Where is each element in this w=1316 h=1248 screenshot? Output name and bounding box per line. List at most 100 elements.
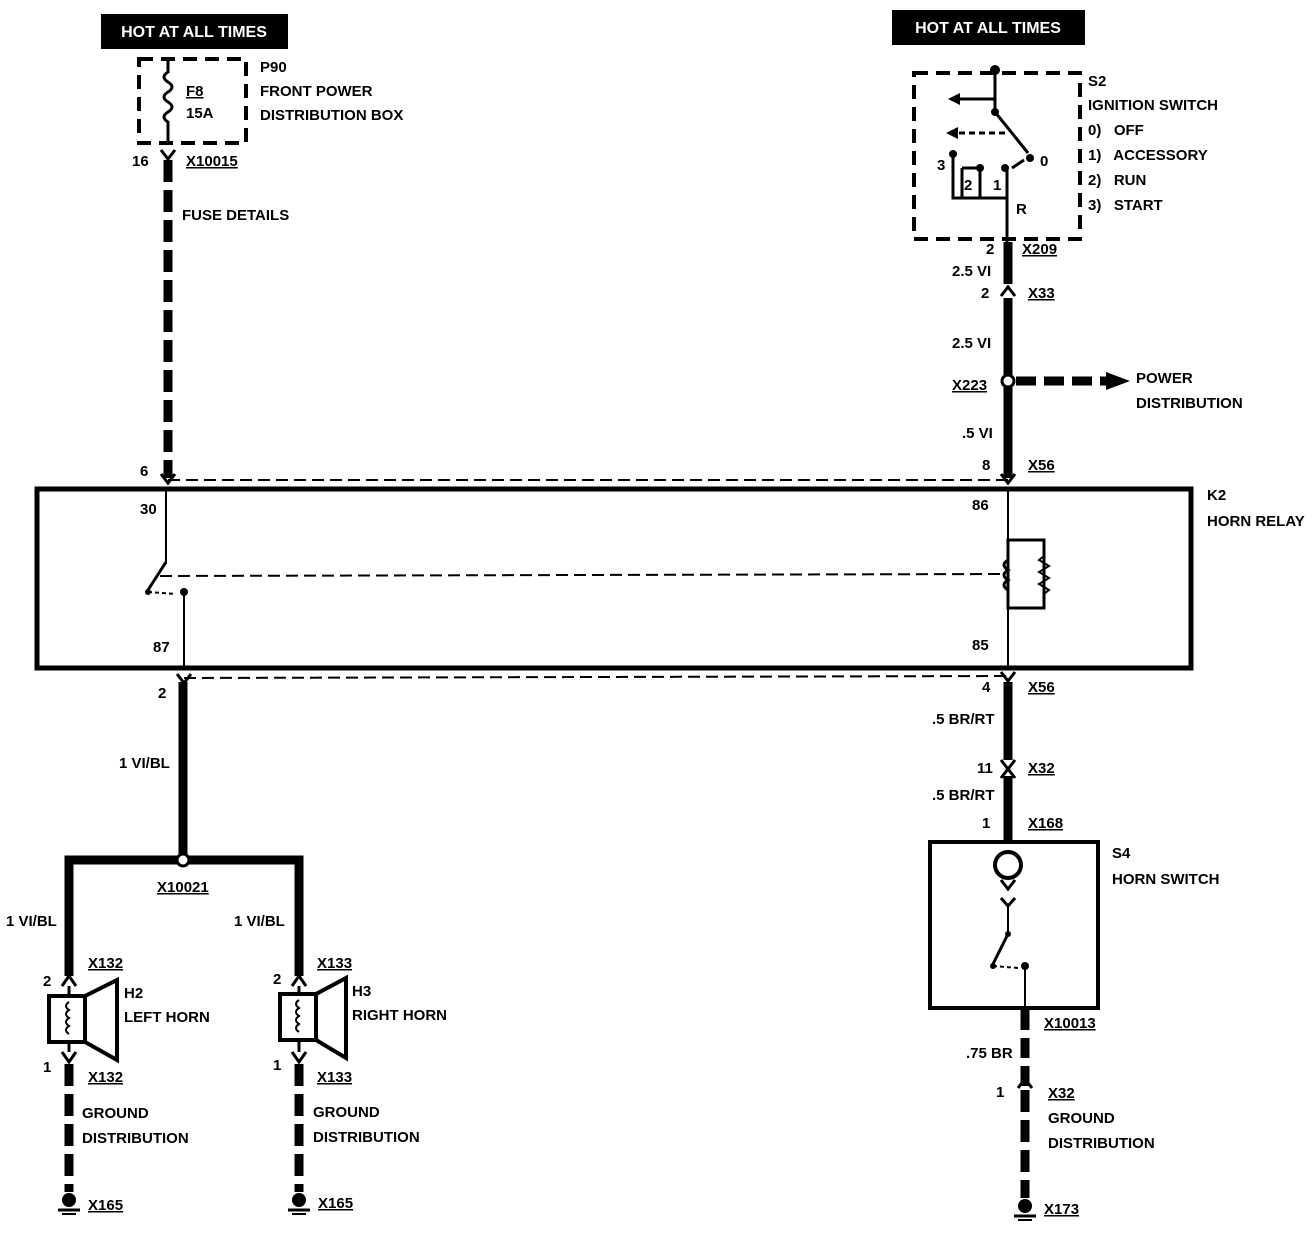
connector-x56-top-icon (999, 473, 1017, 486)
horn-switch-contact-icon (990, 850, 1029, 1008)
p90-fuse-box (137, 57, 248, 145)
s2-id: S2 (1088, 73, 1106, 90)
connector-x56-bot-icon (999, 671, 1017, 684)
s2-pos-3: 3) START (1088, 197, 1163, 214)
horn-out-pin: 2 (158, 685, 166, 702)
wire-0-75-br: .75 BR (966, 1045, 1013, 1062)
hot-banner-left-text: HOT AT ALL TIMES (121, 24, 267, 41)
relay-coil (1002, 488, 1051, 668)
k2-id: K2 (1207, 487, 1226, 504)
h3-conn-top: X133 (317, 955, 352, 972)
s4-name: HORN SWITCH (1112, 871, 1220, 888)
relay-contact (145, 488, 1005, 668)
h3-name: RIGHT HORN (352, 1007, 447, 1024)
fuse-details-note: FUSE DETAILS (182, 207, 289, 224)
connector-x10015-icon (159, 149, 177, 162)
power-dist-2: DISTRIBUTION (1136, 395, 1243, 412)
s4-ground-1: GROUND (1048, 1110, 1115, 1127)
s2-ignition-switch (912, 65, 1082, 242)
x33-pin: 2 (981, 285, 989, 302)
wire-0-5-br-rt-b: .5 BR/RT (932, 787, 995, 804)
splice-x223-icon (1000, 373, 1016, 389)
k2-term-86: 86 (972, 497, 989, 514)
s4-id: S4 (1112, 845, 1131, 862)
ground-switch-icon (1014, 1199, 1036, 1221)
x56-bot-connector: X56 (1028, 679, 1055, 696)
splice-x10021-icon (175, 852, 191, 868)
wire-1-vi-bl-left: 1 VI/BL (6, 913, 57, 930)
h2-name: LEFT HORN (124, 1009, 210, 1026)
p90-id: P90 (260, 59, 287, 76)
horn-left-icon (47, 976, 119, 1064)
x56-top-connector: X56 (1028, 457, 1055, 474)
fuse-icon (162, 60, 174, 143)
wire-2-5-vi-a: 2.5 VI (952, 263, 991, 280)
h2-pin-top: 2 (43, 973, 51, 990)
h2-conn-bot: X132 (88, 1069, 123, 1086)
s2-term-1: 1 (993, 177, 1001, 194)
x56-bot-pin: 4 (982, 679, 991, 696)
h2-ground-point: X165 (88, 1197, 123, 1214)
k2-term-87: 87 (153, 639, 170, 656)
wire-0-5-vi: .5 VI (962, 425, 993, 442)
x168-connector: X168 (1028, 815, 1063, 832)
h2-pin-bot: 1 (43, 1059, 51, 1076)
wire-1-vi-bl-main: 1 VI/BL (119, 755, 170, 772)
p90-connector: X10015 (186, 153, 238, 170)
x56-top-pin: 8 (982, 457, 990, 474)
connector-x33-icon (999, 284, 1017, 297)
x32-connector: X32 (1028, 760, 1055, 777)
s2-term-2: 2 (964, 177, 972, 194)
s4-ground-point: X173 (1044, 1201, 1079, 1218)
s2-name: IGNITION SWITCH (1088, 97, 1218, 114)
wire-2-5-vi-b: 2.5 VI (952, 335, 991, 352)
p90-pin: 16 (132, 153, 149, 170)
k2-left-top-pin: 6 (140, 463, 148, 480)
h3-ground-2: DISTRIBUTION (313, 1129, 420, 1146)
s4-ground-2: DISTRIBUTION (1048, 1135, 1155, 1152)
s2-term-r: R (1016, 201, 1027, 218)
h2-conn-top: X132 (88, 955, 123, 972)
x10021-splice: X10021 (157, 879, 209, 896)
s2-term-3: 3 (937, 157, 945, 174)
h3-pin-top: 2 (273, 971, 281, 988)
s2-term-0: 0 (1040, 153, 1048, 170)
h3-ground-point: X165 (318, 1195, 353, 1212)
hot-banner-right: HOT AT ALL TIMES (892, 10, 1085, 45)
horn-right-icon (278, 974, 348, 1062)
k2-term-85: 85 (972, 637, 989, 654)
fuse-id: F8 (186, 83, 204, 100)
h3-pin-bot: 1 (273, 1057, 281, 1074)
power-dist-1: POWER (1136, 370, 1193, 387)
k2-name: HORN RELAY (1207, 513, 1305, 530)
k2-term-30: 30 (140, 501, 157, 518)
fuse-rating: 15A (186, 105, 214, 122)
wire-0-5-br-rt-a: .5 BR/RT (932, 711, 995, 728)
x10013-connector: X10013 (1044, 1015, 1096, 1032)
hot-banner-left: HOT AT ALL TIMES (101, 14, 288, 49)
s4-ground-pin: 1 (996, 1084, 1004, 1101)
x223-splice: X223 (952, 377, 987, 394)
wire-1-vi-bl-right: 1 VI/BL (234, 913, 285, 930)
ground-left-icon (58, 1193, 80, 1215)
h3-ground-1: GROUND (313, 1104, 380, 1121)
p90-name-2: DISTRIBUTION BOX (260, 107, 403, 124)
x209-pin: 2 (986, 241, 994, 258)
hot-banner-right-text: HOT AT ALL TIMES (915, 20, 1061, 37)
h2-id: H2 (124, 985, 143, 1002)
s4-horn-switch (928, 840, 1100, 1010)
h3-id: H3 (352, 983, 371, 1000)
s2-pos-2: 2) RUN (1088, 172, 1146, 189)
arrow-right-icon (1106, 372, 1130, 390)
h3-conn-bot: X133 (317, 1069, 352, 1086)
ground-right-icon (288, 1193, 310, 1215)
connector-x32-ground-icon (1016, 1076, 1034, 1089)
h2-ground-2: DISTRIBUTION (82, 1130, 189, 1147)
s2-pos-0: 0) OFF (1088, 122, 1144, 139)
k2-horn-relay (34, 486, 1194, 671)
p90-name-1: FRONT POWER (260, 83, 373, 100)
connector-k2-out-icon (175, 673, 193, 686)
x32-pin: 11 (977, 760, 993, 777)
s4-ground-connector: X32 (1048, 1085, 1075, 1102)
